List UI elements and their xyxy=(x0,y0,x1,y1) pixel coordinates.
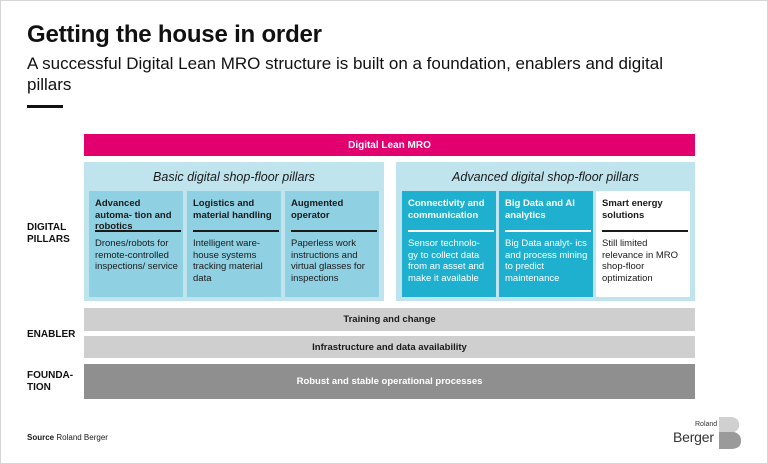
pillar-divider xyxy=(193,230,279,232)
pillar-description: Big Data analyt- ics and process mining … xyxy=(505,238,588,284)
pillar-augmented-operator: Augmented operator Paperless work instru… xyxy=(285,191,379,297)
pillar-heading: Augmented operator xyxy=(291,198,344,221)
pillar-divider xyxy=(95,230,181,232)
enabler-bar-infrastructure: Infrastructure and data availability xyxy=(84,336,695,358)
page-title: Getting the house in order xyxy=(27,21,322,48)
pillar-heading: Logistics and material handling xyxy=(193,198,272,221)
logo-b-icon xyxy=(719,417,741,449)
title-underline xyxy=(27,105,63,108)
label-foundation: FOUNDA- TION xyxy=(27,370,74,393)
pillar-smart-energy: Smart energy solutions Still limited rel… xyxy=(596,191,690,297)
basic-pillars-group: Basic digital shop-floor pillars Advance… xyxy=(84,162,384,301)
pillar-heading: Advanced automa- tion and robotics xyxy=(95,198,172,232)
pillar-description: Paperless work instructions and virtual … xyxy=(291,238,365,284)
pillar-heading: Connectivity and communication xyxy=(408,198,485,221)
source-label: Source xyxy=(27,433,55,442)
source-note: Source Roland Berger xyxy=(27,433,108,442)
page-subtitle: A successful Digital Lean MRO structure … xyxy=(27,54,663,94)
label-enabler: ENABLER xyxy=(27,329,76,340)
foundation-bar: Robust and stable operational processes xyxy=(84,364,695,399)
pillar-description: Still limited relevance in MRO shop-floo… xyxy=(602,238,679,284)
pillar-logistics-material: Logistics and material handling Intellig… xyxy=(187,191,281,297)
basic-group-title: Basic digital shop-floor pillars xyxy=(153,170,315,184)
pillar-heading: Smart energy solutions xyxy=(602,198,663,221)
pillar-heading: Big Data and AI analytics xyxy=(505,198,575,221)
logo-small-text: Roland xyxy=(695,421,718,428)
logo-big-text: Berger xyxy=(673,429,714,445)
pillar-description: Sensor technolo- gy to collect data from… xyxy=(408,238,485,284)
pillar-big-data-ai: Big Data and AI analytics Big Data analy… xyxy=(499,191,593,297)
pillar-divider xyxy=(505,230,591,232)
digital-lean-mro-banner: Digital Lean MRO xyxy=(84,134,695,156)
pillar-automation-robotics: Advanced automa- tion and robotics Drone… xyxy=(89,191,183,297)
advanced-group-title: Advanced digital shop-floor pillars xyxy=(452,170,639,184)
pillar-description: Intelligent ware- house systems tracking… xyxy=(193,238,263,284)
label-digital-pillars: DIGITAL PILLARS xyxy=(27,222,70,245)
pillar-connectivity: Connectivity and communication Sensor te… xyxy=(402,191,496,297)
pillar-divider xyxy=(291,230,377,232)
advanced-pillars-group: Advanced digital shop-floor pillars Conn… xyxy=(396,162,695,301)
pillar-divider xyxy=(408,230,494,232)
pillar-divider xyxy=(602,230,688,232)
source-text: Roland Berger xyxy=(56,433,108,442)
pillar-description: Drones/robots for remote-controlled insp… xyxy=(95,238,178,273)
enabler-bar-training: Training and change xyxy=(84,308,695,331)
